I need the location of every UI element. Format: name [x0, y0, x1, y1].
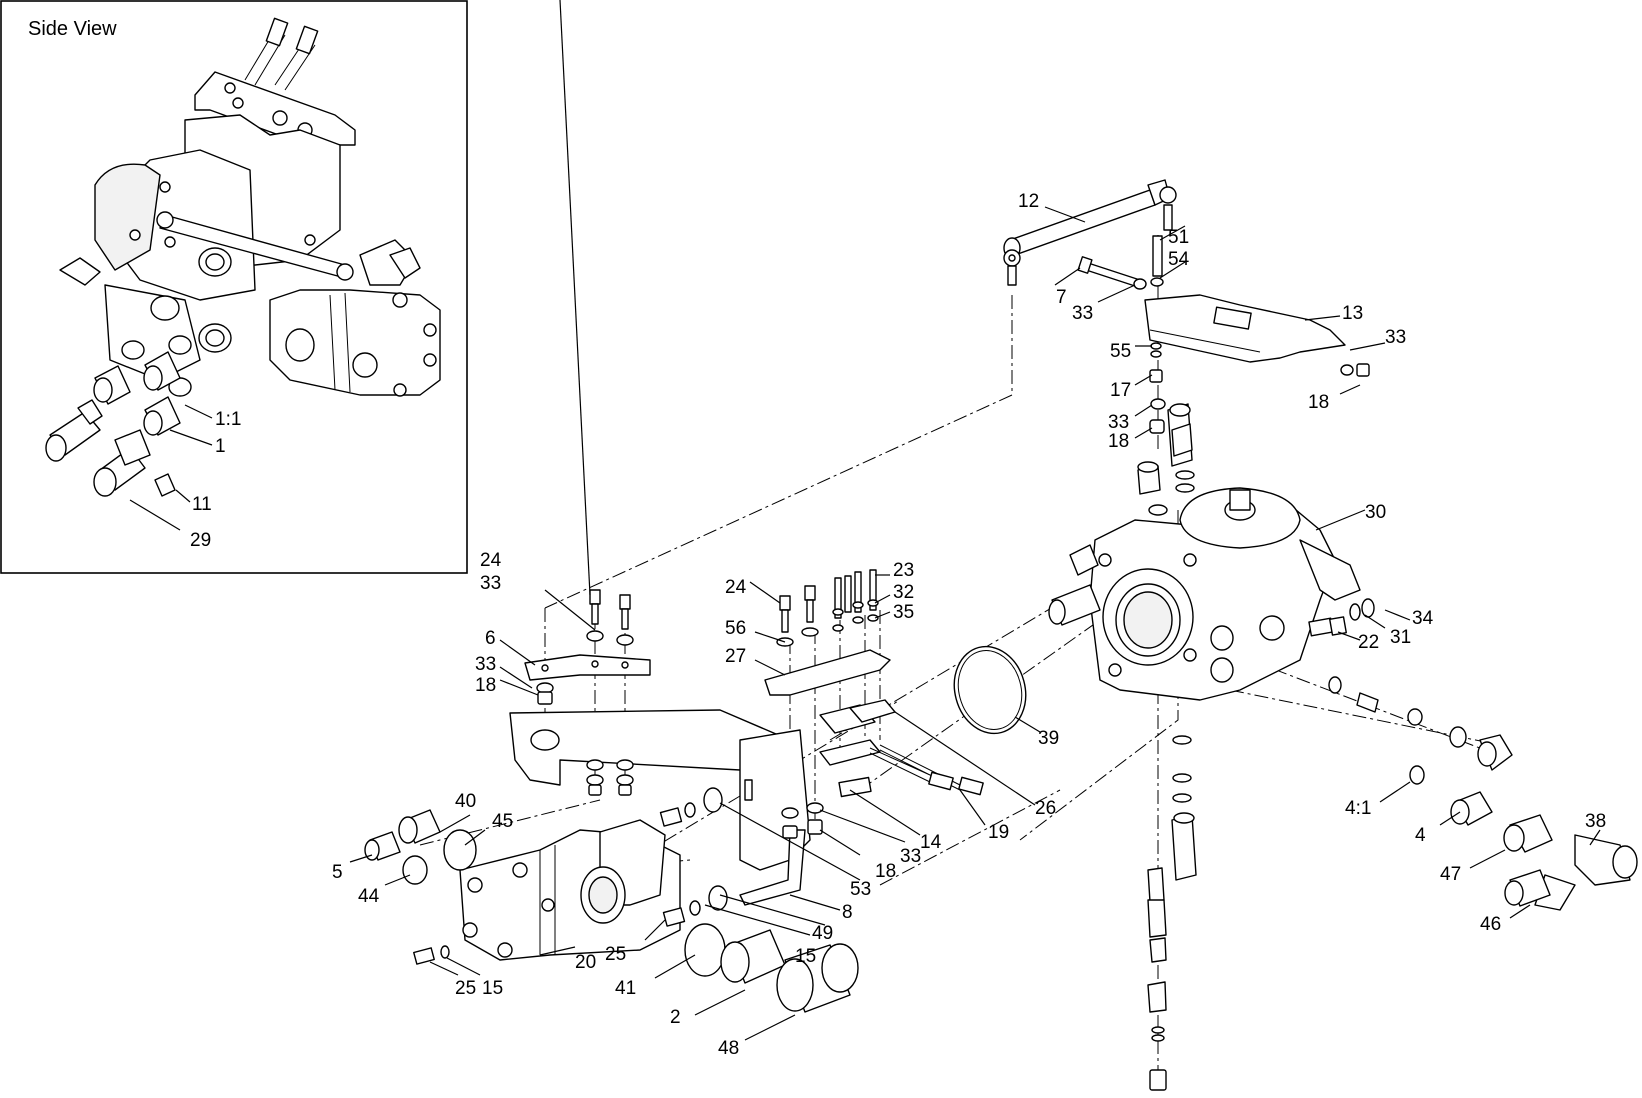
callout-label: 46 [1480, 914, 1501, 935]
callout-label: 35 [893, 602, 914, 623]
sensor-connectors [781, 699, 984, 839]
callout-label: 26 [1035, 798, 1056, 819]
callout-label: 18 [475, 675, 496, 696]
linkage-hardware [1077, 235, 1166, 434]
inset-callouts: 1:1 1 11 29 [129, 404, 241, 551]
bracket-27 [764, 569, 891, 696]
relief-valve-stack [1328, 676, 1513, 771]
main-callouts: 12 51 54 7 33 13 33 55 17 18 33 18 30 34… [332, 191, 1606, 1059]
lower-valve-stack [1147, 735, 1197, 1091]
callout-label: 56 [725, 618, 746, 639]
callout-label: 55 [1110, 341, 1131, 362]
bolts-left [586, 589, 634, 646]
callout-label: 14 [920, 832, 942, 853]
callout-label: 32 [893, 582, 914, 603]
pump-port-fittings [684, 923, 859, 1013]
callout-label: 22 [1358, 632, 1379, 653]
callout-label: 2 [670, 1007, 681, 1028]
port-fittings [1409, 765, 1638, 911]
callout-label: 4:1 [1345, 798, 1371, 819]
callout-label: 48 [718, 1038, 739, 1059]
callout-label: 4 [1415, 825, 1426, 846]
callout-label: 33 [1108, 412, 1129, 433]
callout-label: 38 [1585, 811, 1606, 832]
callout-label: 41 [615, 978, 636, 999]
callout-label: 18 [875, 861, 896, 882]
callout-label: 15 [482, 978, 503, 999]
callout-label: 30 [1365, 502, 1386, 523]
callout-label: 44 [358, 886, 380, 907]
callout-label: 27 [725, 646, 746, 667]
callout-label: 34 [1412, 608, 1434, 629]
callout-label: 18 [1108, 431, 1129, 452]
callout-label: 25 [605, 944, 626, 965]
piston-pump-30 [1048, 403, 1361, 701]
gear-pump-20 [459, 819, 681, 961]
bracket-6 [524, 654, 651, 705]
callout-label: 19 [988, 822, 1009, 843]
callout-label: 31 [1390, 627, 1411, 648]
callout-label: 12 [1018, 191, 1039, 212]
callout-label: 54 [1168, 249, 1190, 270]
main-exploded-view: 12 51 54 7 33 13 33 55 17 18 33 18 30 34… [332, 0, 1638, 1091]
callout-label: 45 [492, 811, 513, 832]
callout-label: 25 [455, 978, 476, 999]
oring-39 [953, 645, 1027, 735]
callout-label: 18 [1308, 392, 1329, 413]
lever-plate-13 [1144, 294, 1370, 377]
callout-label: 8 [842, 902, 853, 923]
callout-label: 20 [575, 952, 596, 973]
callout-label: 40 [455, 791, 476, 812]
callout-label: 6 [485, 628, 496, 649]
inset-title: Side View [28, 18, 117, 40]
callout-label: 7 [1056, 287, 1067, 308]
callout-label: 13 [1342, 303, 1363, 324]
callout-label: 5 [332, 862, 343, 883]
callout-label: 17 [1110, 380, 1131, 401]
plug-hardware [1308, 598, 1375, 637]
callout-label: 51 [1168, 227, 1189, 248]
callout-label: 1:1 [215, 409, 241, 430]
callout-label: 39 [1038, 728, 1059, 749]
side-view-inset: Side View [0, 0, 468, 574]
callout-label: 15 [795, 946, 816, 967]
callout-label: 49 [812, 923, 833, 944]
callout-label: 33 [1072, 303, 1093, 324]
gear-pump-fittings [364, 787, 728, 965]
callout-label: 33 [480, 573, 501, 594]
leader-lines [349, 0, 1601, 1041]
callout-label: 33 [475, 654, 496, 675]
callout-label: 24 [725, 577, 747, 598]
callout-label: 47 [1440, 864, 1461, 885]
callout-label: 23 [893, 560, 914, 581]
callout-label: 33 [900, 846, 921, 867]
control-rod-12 [1003, 179, 1177, 286]
callout-label: 33 [1385, 327, 1406, 348]
inset-assembly-drawing [45, 17, 441, 497]
callout-label: 24 [480, 550, 502, 571]
callout-label: 1 [215, 436, 226, 457]
callout-label: 11 [192, 494, 212, 515]
callout-label: 29 [190, 530, 211, 551]
callout-label: 53 [850, 879, 871, 900]
